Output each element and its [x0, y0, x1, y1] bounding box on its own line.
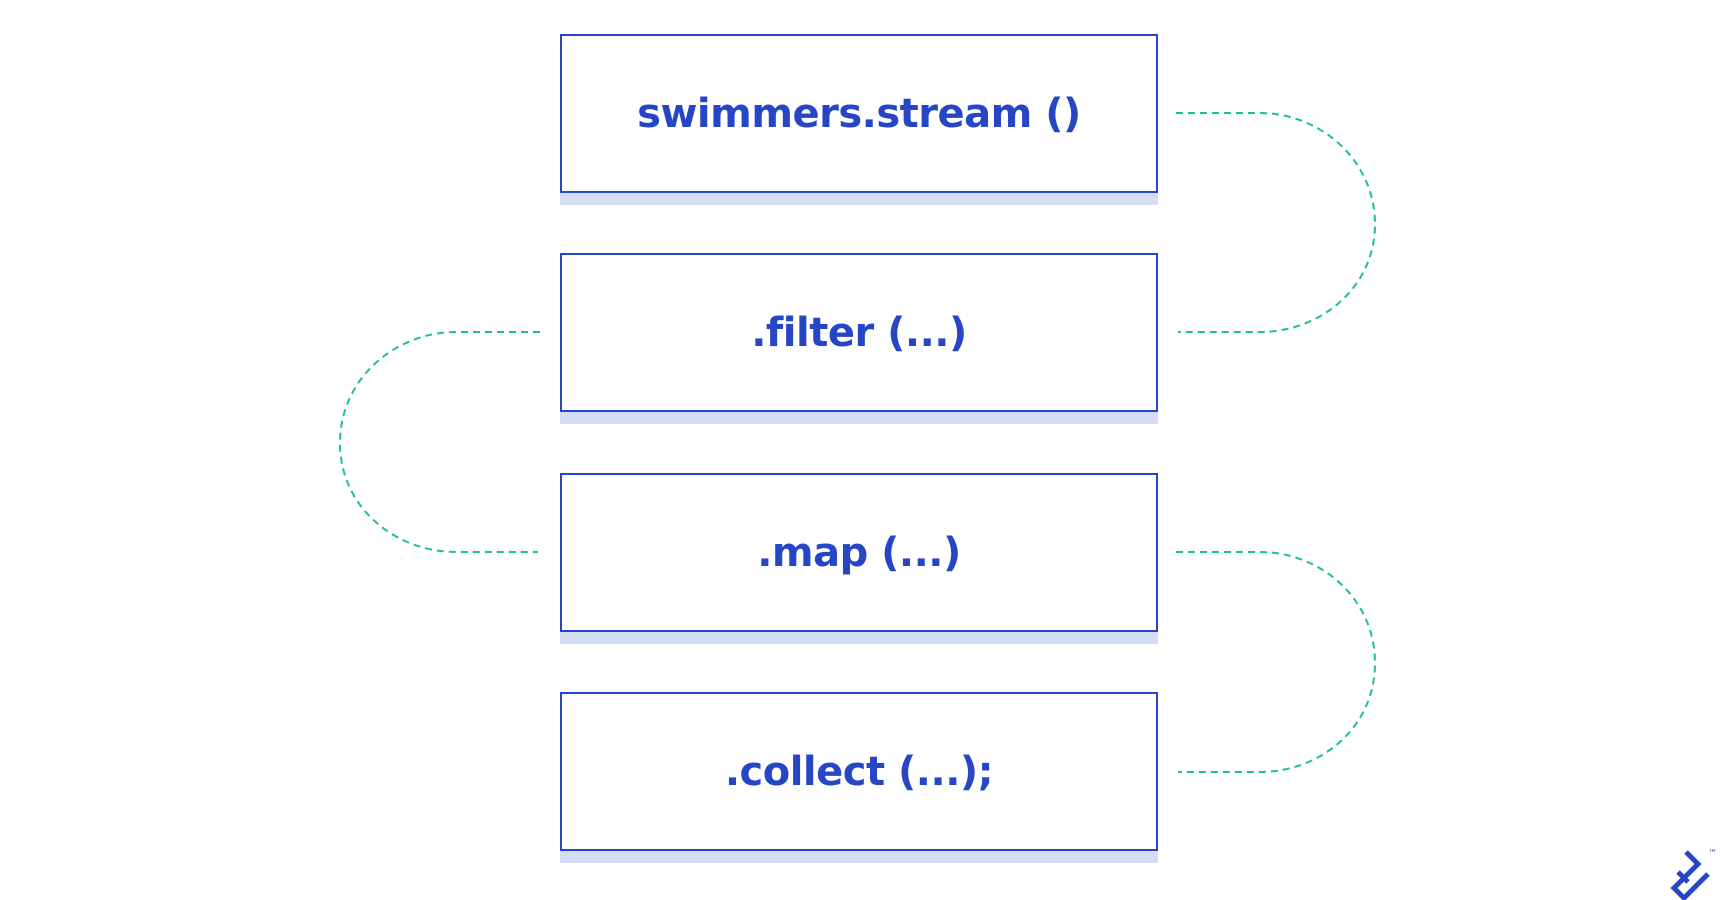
step-box: swimmers.stream ()	[560, 34, 1158, 193]
step-stream: swimmers.stream ()	[560, 34, 1158, 205]
step-filter: .filter (...)	[560, 253, 1158, 424]
trademark-symbol: ™	[1708, 849, 1717, 859]
step-box: .filter (...)	[560, 253, 1158, 412]
step-label-stream: swimmers.stream ()	[637, 90, 1081, 137]
step-label-map: .map (...)	[757, 529, 961, 576]
toptal-logo-icon: ™	[1664, 846, 1720, 900]
connector-filter-to-map	[338, 331, 540, 553]
step-box: .collect (...);	[560, 692, 1158, 851]
step-label-filter: .filter (...)	[751, 309, 967, 356]
step-map: .map (...)	[560, 473, 1158, 644]
connector-map-to-collect	[1176, 551, 1377, 773]
step-collect: .collect (...);	[560, 692, 1158, 863]
step-box: .map (...)	[560, 473, 1158, 632]
logo-mark: ™	[1670, 849, 1717, 900]
connector-stream-to-filter	[1176, 112, 1377, 333]
step-label-collect: .collect (...);	[724, 748, 994, 795]
